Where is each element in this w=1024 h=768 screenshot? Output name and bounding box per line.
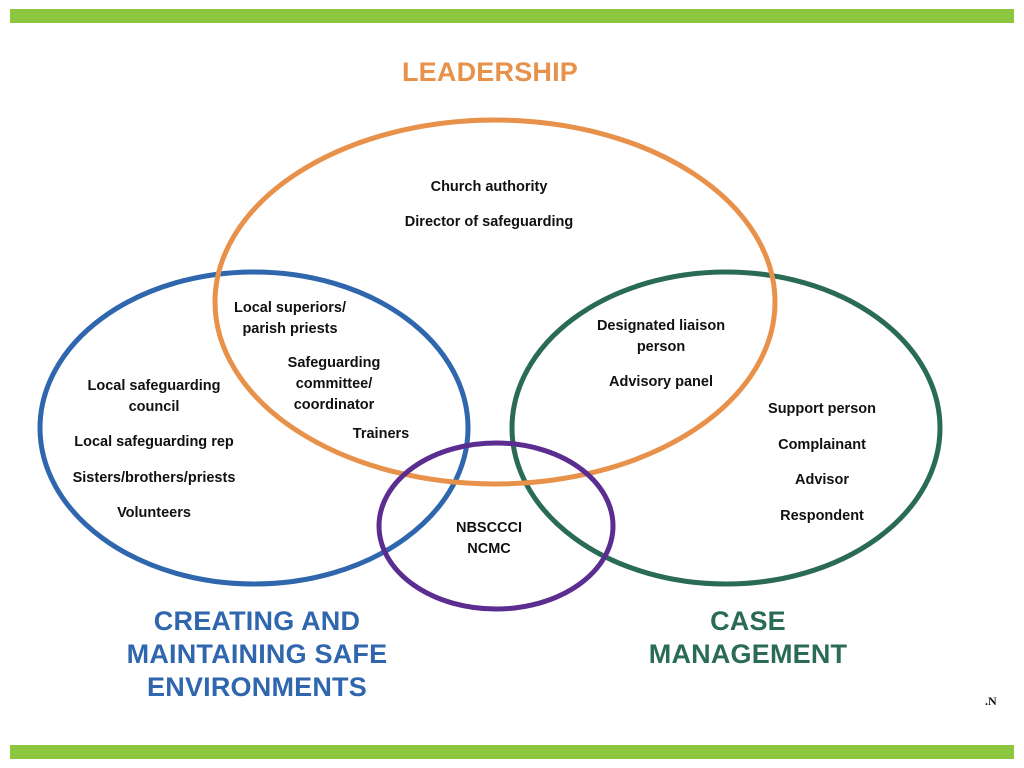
label-local-superiors: Local superiors/ parish priests [233,300,347,337]
label-advisory-panel: Advisory panel [609,374,713,390]
leadership-circle [212,117,778,487]
label-local-safeguarding-council: Local safeguarding council [87,378,221,415]
label-designated-liaison: Designated liaison person [596,318,726,355]
label-volunteers: Volunteers [117,505,191,521]
label-advisor: Advisor [795,472,849,488]
bottom-accent-bar [10,745,1014,759]
label-support-person: Support person [768,401,876,417]
corner-mark: .N [985,694,997,708]
leadership-heading: LEADERSHIP [401,57,579,87]
center-circle [376,440,616,612]
safe-environments-heading: CREATING AND MAINTAINING SAFE ENVIRONMEN… [126,606,388,702]
safe-environments-circle [37,269,471,587]
label-respondent: Respondent [780,508,864,524]
label-safeguarding-committee: Safeguarding committee/ coordinator [287,355,381,413]
label-director-of-safeguarding: Director of safeguarding [404,214,574,230]
label-sisters-brothers-priests: Sisters/brothers/priests [72,470,236,486]
label-complainant: Complainant [778,437,866,453]
label-nbsccci-ncmc: NBSCCCI NCMC [455,520,523,557]
label-trainers: Trainers [352,426,410,442]
label-church-authority: Church authority [430,179,548,195]
case-management-circle [509,269,943,587]
case-management-heading: CASE MANAGEMENT [648,606,848,669]
label-local-safeguarding-rep: Local safeguarding rep [74,434,234,450]
top-accent-bar [10,9,1014,23]
